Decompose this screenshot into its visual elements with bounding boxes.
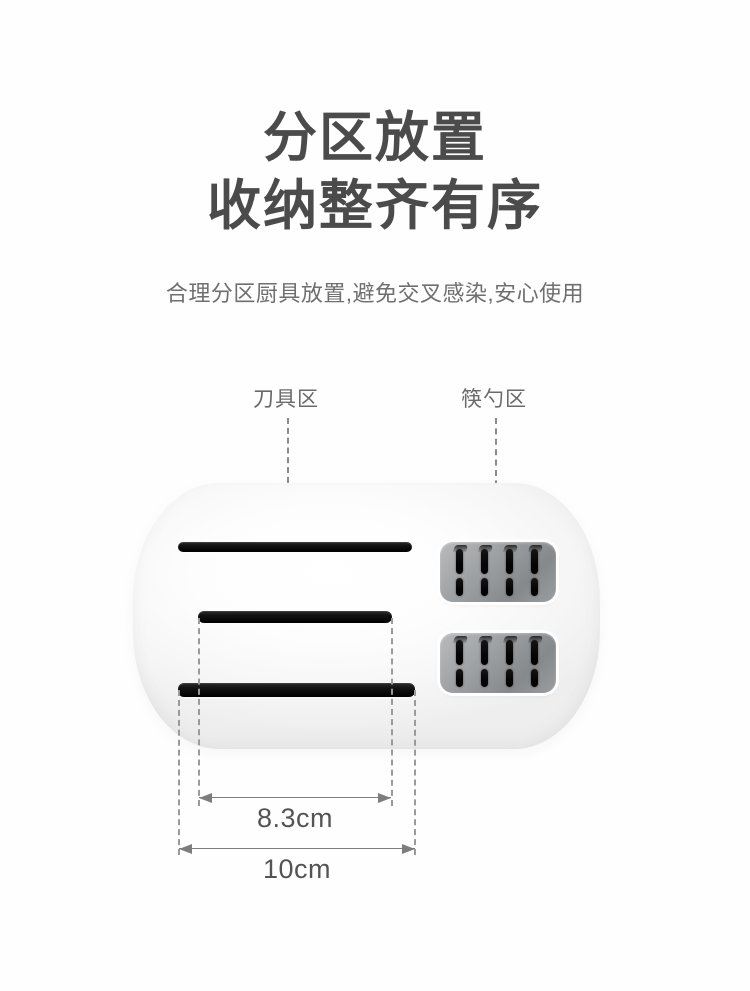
cutlery-slot: [531, 578, 538, 596]
arrow-left-icon: [199, 793, 212, 803]
cutlery-slot: [506, 640, 513, 665]
dimension-arrow-outer: [179, 844, 415, 854]
cutlery-slot: [456, 578, 463, 596]
subtitle-text: 合理分区厨具放置,避免交叉感染,安心使用: [165, 281, 585, 306]
cutlery-slot: [506, 549, 513, 574]
cutlery-slot: [531, 640, 538, 665]
knife-slot-1: [178, 542, 412, 552]
cutlery-slot: [456, 640, 463, 665]
dimension-guide-outer-left: [178, 690, 180, 855]
arrow-right-icon: [378, 793, 391, 803]
dimension-guide-inner-left: [198, 618, 200, 806]
headline-line-2: 收纳整齐有序: [207, 176, 543, 236]
arrow-left-icon: [179, 844, 192, 854]
cutlery-slot: [481, 578, 488, 596]
callout-label-knife-zone: 刀具区: [253, 388, 319, 411]
cutlery-slot: [506, 578, 513, 596]
dimension-label-inner: 8.3cm: [256, 803, 334, 833]
callout-leader-line-knife-zone: [287, 418, 289, 532]
cutlery-slot: [481, 669, 488, 687]
dimension-arrow-inner: [199, 793, 391, 803]
cutlery-panel-2: [440, 633, 556, 693]
dimension-line: [199, 797, 391, 798]
headline-line-1: 分区放置: [263, 108, 487, 168]
dimension-guide-outer-right: [414, 690, 416, 855]
knife-slot-3: [178, 683, 415, 697]
cutlery-slot: [456, 549, 463, 574]
arrow-right-icon: [402, 844, 415, 854]
cutlery-panel-1: [440, 542, 556, 602]
dimension-line: [179, 848, 415, 849]
cutlery-slot: [531, 549, 538, 574]
dimension-guide-inner-right: [391, 618, 393, 806]
cutlery-slot: [481, 549, 488, 574]
dimension-label-outer: 10cm: [262, 854, 332, 884]
cutlery-slot: [531, 669, 538, 687]
callout-label-cutlery-zone: 筷勺区: [461, 388, 527, 411]
cutlery-slot: [456, 669, 463, 687]
knife-slot-2: [198, 611, 392, 623]
callout-leader-line-cutlery-zone: [495, 418, 497, 528]
cutlery-slot: [506, 669, 513, 687]
cutlery-slot: [481, 640, 488, 665]
